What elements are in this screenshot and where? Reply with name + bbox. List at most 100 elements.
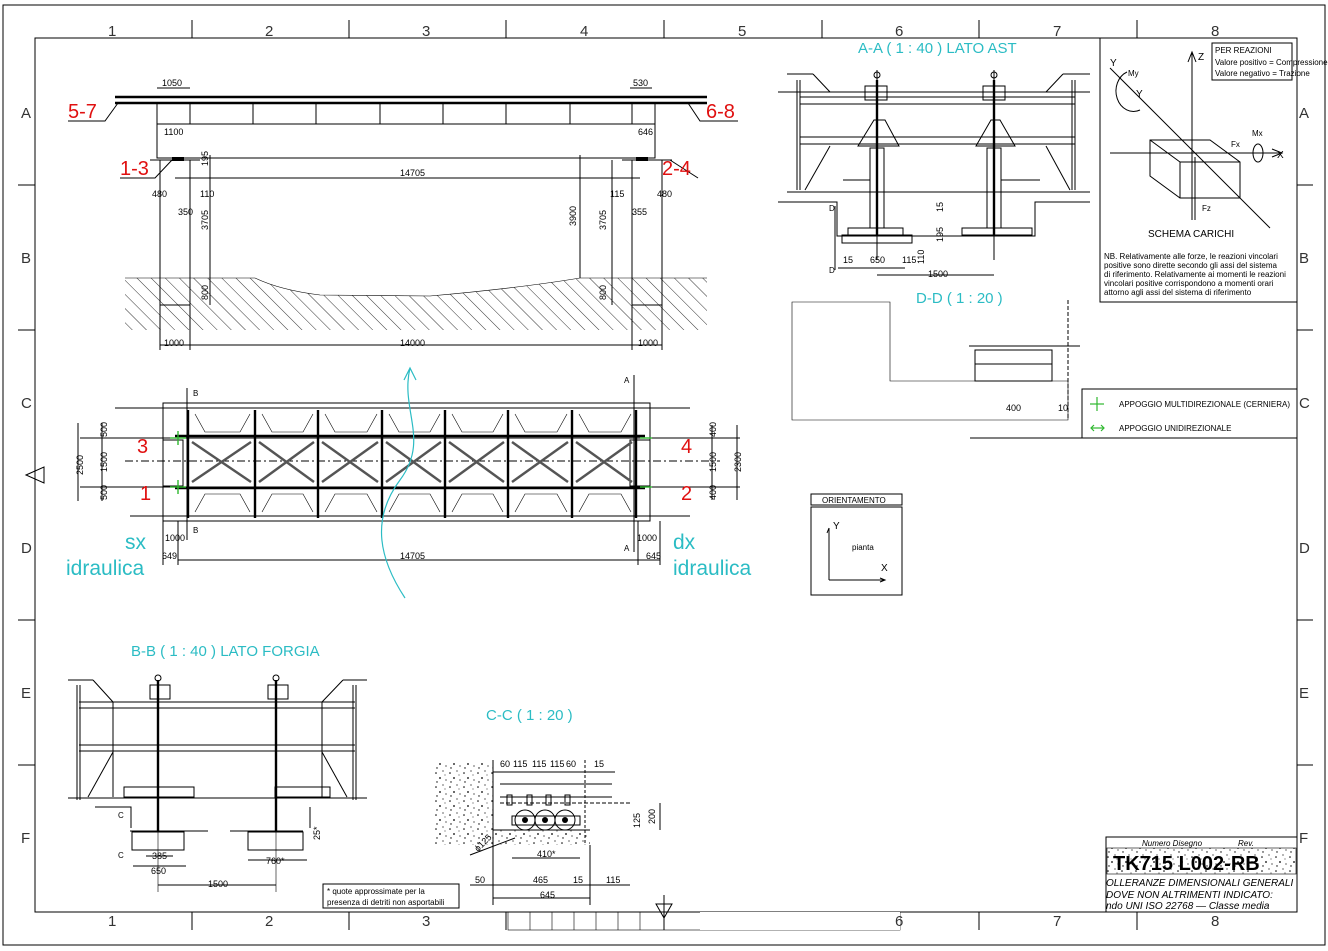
section-mark-d-bottom: D: [829, 266, 835, 275]
legend-unidirectional: APPOGGIO UNIDIREZIONALE: [1119, 424, 1231, 433]
force-fz-label: Fz: [1202, 204, 1211, 213]
dim-649: 649: [162, 551, 177, 561]
dim-aa-15: 15: [935, 202, 945, 212]
section-a-a: A-A ( 1 : 40 ) LATO AST D D: [778, 40, 1090, 279]
dim-500-top: 500: [99, 422, 109, 437]
approximation-note: * quote approssimate per la presenza di …: [322, 883, 460, 909]
orientation-box: ORIENTAMENTO Y X pianta: [810, 493, 903, 596]
moment-my-label: My: [1128, 69, 1139, 78]
dim-1500-left: 1500: [99, 452, 109, 472]
dim-14705: 14705: [400, 168, 425, 178]
dim-115: 115: [610, 189, 624, 199]
dim-bb-650: 650: [151, 866, 166, 876]
grid-row-e-right: E: [1299, 685, 1309, 702]
grid-col-6-bottom: 6: [895, 913, 903, 930]
grid-col-1: 1: [108, 23, 116, 40]
drawing-number: TK715 L002-RB: [1113, 853, 1260, 875]
axis-diagram: [1109, 50, 1284, 229]
dim-cc-410: 410*: [537, 849, 556, 859]
dim-cc-115c: 115: [550, 759, 564, 769]
dim-aa-650: 650: [870, 255, 885, 265]
hydraulic-label-right: idraulica: [673, 557, 752, 580]
axis-z-label: Z: [1198, 52, 1204, 63]
dim-aa-1500: 1500: [928, 269, 948, 279]
reactions-title: PER REAZIONI: [1215, 46, 1271, 55]
marker-1-3: 1-3: [120, 158, 149, 180]
grid-col-3: 3: [422, 23, 430, 40]
dim-cc-465: 465: [533, 875, 548, 885]
grid-row-f: F: [21, 830, 30, 847]
marker-2: 2: [681, 483, 692, 505]
bearing-legend: APPOGGIO MULTIDIREZIONALE (CERNIERA) APP…: [1081, 388, 1298, 439]
section-mark-c-bottom: C: [118, 851, 124, 860]
section-b-b: B-B ( 1 : 40 ) LATO FORGIA C C 385 650 1…: [68, 643, 367, 892]
marker-2-4: 2-4: [662, 158, 691, 180]
nb-line-5: attorno agli assi del sistema di riferim…: [1104, 288, 1252, 297]
section-c-c-title: C-C ( 1 : 20 ): [486, 707, 573, 724]
dim-cc-15b: 15: [573, 875, 583, 885]
revision-label: Rev.: [1238, 839, 1254, 848]
title-block: Numero Disegno Rev. TK715 L002-RB OLLERA…: [1105, 836, 1298, 913]
axis-y-label: Y: [1110, 58, 1117, 69]
dim-3705-right: 3705: [598, 210, 608, 230]
dim-aa-195: 195: [935, 227, 945, 242]
bearing-symbols: [170, 431, 652, 494]
tolerance-line-3: ndo UNI ISO 22768 — Classe media: [1106, 901, 1270, 912]
dim-cc-60b: 60: [566, 759, 576, 769]
moment-mx-label: Mx: [1252, 129, 1263, 138]
axis-x-label: X: [1277, 150, 1284, 161]
dim-645: 645: [646, 551, 661, 561]
grid-col-8-bottom: 8: [1211, 913, 1219, 930]
dim-646: 646: [638, 127, 653, 137]
dim-1000-left: 1000: [164, 338, 184, 348]
bridge-plan: 3 1 4 2 sx idraulica dx idraulica B B A …: [66, 366, 752, 599]
dim-530: 530: [633, 78, 648, 88]
flow-direction-arrow: [380, 366, 417, 599]
marker-6-8: 6-8: [706, 101, 735, 123]
grid-col-5: 5: [738, 23, 746, 40]
dim-aa-15b: 15: [843, 255, 853, 265]
nb-line-4: vincolari positive corrispondono a momen…: [1104, 279, 1274, 288]
grid-row-b: B: [21, 250, 31, 267]
note-line-2: presenza di detriti non asportabili: [327, 898, 445, 907]
dim-400-top: 400: [708, 422, 718, 437]
negative-value-note: Valore negativo = Trazione: [1215, 69, 1310, 78]
drawing-number-label: Numero Disegno: [1142, 839, 1203, 848]
note-line-1: * quote approssimate per la: [327, 887, 425, 896]
dim-bb-760: 760*: [266, 856, 285, 866]
nb-line-2: positive sono dirette secondo gli assi d…: [1104, 261, 1278, 270]
grid-col-3-bottom: 3: [422, 913, 430, 930]
section-d-d: D-D ( 1 : 20 ) 400 10: [791, 290, 1297, 439]
grid-col-1-bottom: 1: [108, 913, 116, 930]
grid-col-6: 6: [895, 23, 903, 40]
dim-14000: 14000: [400, 338, 425, 348]
dim-500-bottom: 500: [99, 485, 109, 500]
dim-3705-left: 3705: [200, 210, 210, 230]
positive-value-note: Valore positivo = Compressione: [1215, 58, 1328, 67]
dim-plan-14705: 14705: [400, 551, 425, 561]
section-mark-b-bottom: B: [193, 526, 198, 535]
dim-3900: 3900: [568, 206, 578, 226]
dim-cc-125: 125: [632, 813, 642, 828]
dim-480-right: 480: [657, 189, 672, 199]
dim-cc-115d: 115: [606, 875, 620, 885]
grid-col-2: 2: [265, 23, 273, 40]
grid-row-d: D: [21, 540, 32, 557]
section-b-b-title: B-B ( 1 : 40 ) LATO FORGIA: [131, 643, 320, 660]
dim-dd-10: 10: [1058, 403, 1068, 413]
tolerance-line-1: OLLERANZE DIMENSIONALI GENERALI: [1106, 878, 1293, 889]
orientation-x: X: [881, 563, 888, 574]
dim-1050: 1050: [162, 78, 182, 88]
tolerance-line-2: DOVE NON ALTRIMENTI INDICATO:: [1106, 890, 1273, 901]
dim-2500: 2500: [75, 455, 85, 475]
dim-cc-645: 645: [540, 890, 555, 900]
dim-cc-60a: 60: [500, 759, 510, 769]
dim-cc-115b: 115: [532, 759, 546, 769]
section-c-c: C-C ( 1 : 20 ) 60 115 115 115 60 15 125 …: [433, 707, 661, 905]
dim-355: 355: [632, 207, 647, 217]
multidirectional-bearing-icon: [1090, 397, 1104, 411]
grid-row-a-right: A: [1299, 105, 1309, 122]
dim-cc-200: 200: [647, 809, 657, 824]
grid-col-7-bottom: 7: [1053, 913, 1061, 930]
section-mark-a-top: A: [624, 376, 630, 385]
